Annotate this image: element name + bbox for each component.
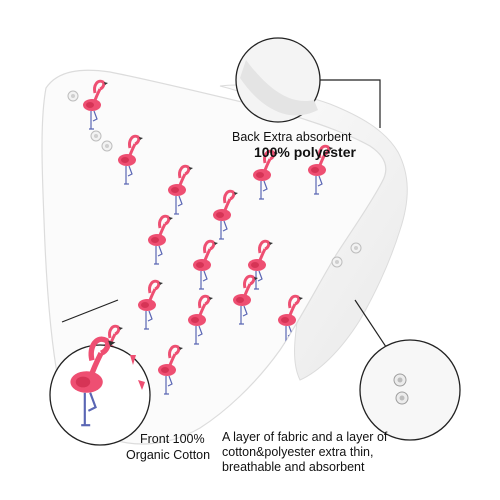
layer-callout-line2: cotton&polyester extra thin, [222,445,374,459]
snap-button [350,242,362,254]
front-callout-line2: Organic Cotton [126,448,211,462]
layer-callout-line3: breathable and absorbent [222,460,365,474]
back-callout-line2: 100% polyester [254,144,356,160]
zoom-circle-front [49,339,151,446]
snap-button [101,140,113,152]
front-callout-line1: Front 100% [140,432,205,446]
zoom-circle-layers [359,339,461,441]
snap-button [90,130,102,142]
back-callout-line1: Back Extra absorbent [232,130,352,144]
layer-callout-line1: A layer of fabric and a layer of [222,430,388,444]
snap-button [67,90,79,102]
zoom-circle-back [235,37,321,123]
snap-button [331,256,343,268]
